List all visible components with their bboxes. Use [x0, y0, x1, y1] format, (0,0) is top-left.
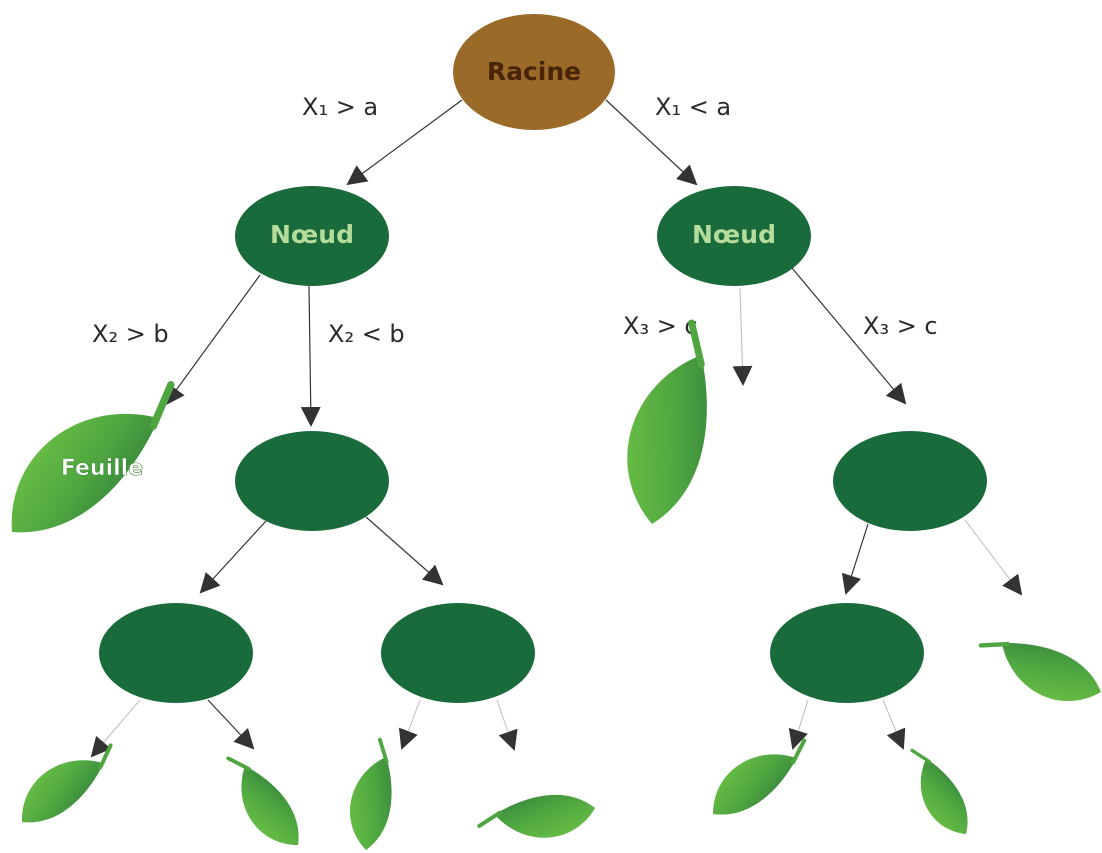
edge-bottom-3 [402, 700, 420, 748]
node-left-label: Nœud [270, 220, 354, 249]
root-label: Racine [487, 57, 581, 86]
node-bottom-1 [99, 603, 253, 703]
edge-bottom-6 [883, 700, 903, 748]
edge-label-root-left: X₁ > a [302, 93, 378, 121]
edge-bottom-2 [208, 700, 253, 748]
edge-label-left-node: X₂ < b [328, 320, 405, 348]
leaf-bottom-3 [338, 737, 411, 853]
edge-lower-right-b [965, 520, 1021, 594]
edge-bottom-1 [92, 700, 140, 756]
edge-label-right-leaf: X₃ > c [623, 312, 698, 340]
node-left-child [235, 431, 389, 531]
leaf-bottom-5 [698, 732, 820, 824]
edge-left-node-leaf [166, 275, 260, 404]
edge-labels: X₁ > a X₁ < a X₂ > b X₂ < b X₃ > c X₃ > … [92, 93, 938, 348]
leaf-bottom-2 [220, 743, 308, 853]
leaf-label: Feuille [61, 456, 143, 481]
node-right-label: Nœud [692, 220, 776, 249]
edge-lower-right-a [846, 524, 868, 593]
edge-right-node-leaf [740, 288, 743, 384]
edge-label-left-leaf: X₂ > b [92, 320, 169, 348]
root-node: Racine [453, 14, 615, 130]
edge-lower-left-b [366, 517, 442, 584]
node-left: Nœud [235, 186, 389, 286]
node-right-child [833, 431, 987, 531]
edge-bottom-4 [497, 700, 514, 749]
edge-label-right-node: X₃ > c [863, 312, 938, 340]
node-right: Nœud [657, 186, 811, 286]
node-bottom-2 [381, 603, 535, 703]
leaf-bottom-1 [6, 737, 127, 832]
leaf-right-side [975, 614, 1102, 721]
edge-lower-left-a [201, 521, 266, 592]
edge-label-root-right: X₁ < a [655, 93, 731, 121]
edge-left-node-child [309, 286, 311, 425]
leaf-bottom-4 [479, 792, 595, 839]
leaf-right-big [601, 317, 747, 532]
leaf-bottom-6 [905, 740, 976, 844]
node-bottom-3 [770, 603, 924, 703]
